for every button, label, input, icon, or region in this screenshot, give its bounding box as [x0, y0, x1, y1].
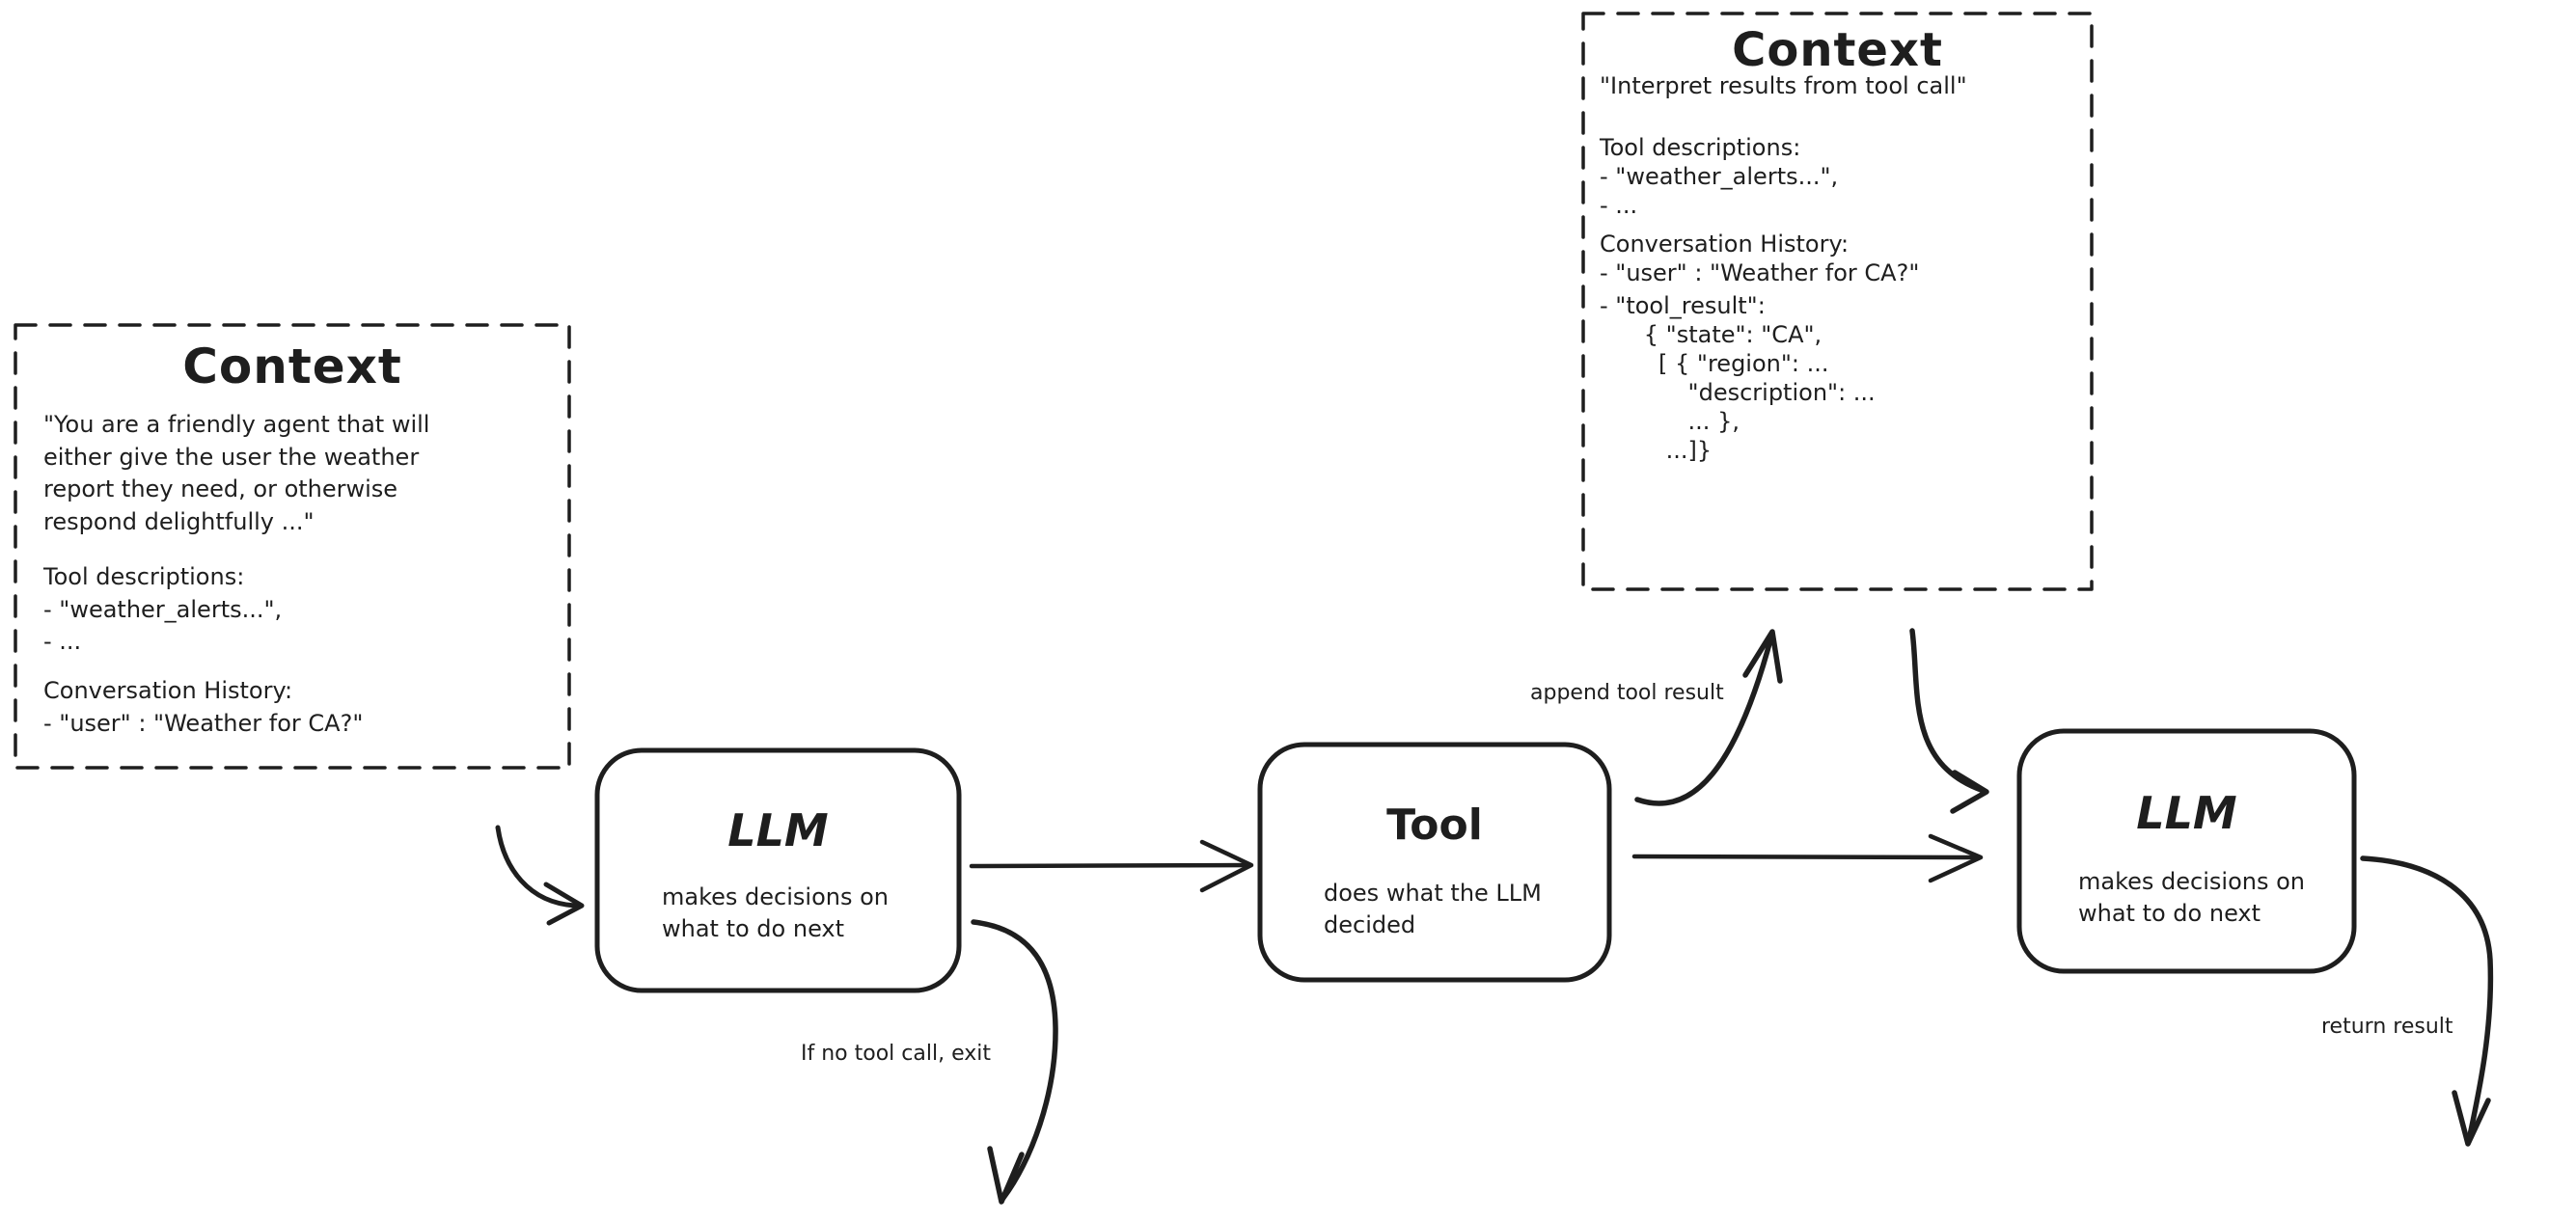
arrow-context-to-llm1: [495, 825, 585, 926]
context-left-tool-descriptions: Tool descriptions: - "weather_alerts..."…: [43, 563, 283, 655]
llm-1-subtitle: makes decisions on what to do next: [662, 883, 889, 942]
llm-1-box: [594, 747, 962, 993]
context-left-system-prompt: "You are a friendly agent that will eith…: [43, 411, 430, 535]
arrow-tool-to-llm2: [1631, 833, 1984, 883]
context-top-title: Context: [1732, 23, 1943, 77]
llm-2-subtitle: makes decisions on what to do next: [2078, 868, 2305, 927]
context-top-tool-result: - "tool_result": { "state": "CA", [ { "r…: [1600, 292, 1876, 464]
arrow-exit: [971, 919, 1058, 1205]
context-top-conversation-history: Conversation History: - "user" : "Weathe…: [1600, 231, 1920, 286]
llm-1-title: LLM: [727, 804, 829, 856]
edge-label-append-tool-result: append tool result: [1530, 681, 1724, 705]
arrow-append-tool-result: [1634, 629, 1783, 806]
tool-box: [1257, 742, 1612, 983]
context-left-title: Context: [182, 339, 402, 394]
edge-label-no-tool-call-exit: If no tool call, exit: [801, 1042, 991, 1066]
context-top-tool-descriptions: Tool descriptions: - "weather_alerts..."…: [1600, 134, 1839, 219]
context-left-conversation-history: Conversation History: - "user" : "Weathe…: [43, 677, 364, 737]
arrow-context-to-llm2: [1909, 628, 1989, 814]
tool-subtitle: does what the LLM decided: [1324, 880, 1542, 938]
llm-2-box: [2016, 728, 2357, 974]
tool-title: Tool: [1386, 800, 1483, 850]
arrow-return-result: [2360, 855, 2494, 1147]
arrow-llm1-to-tool: [969, 839, 1254, 893]
edge-label-return-result: return result: [2321, 1015, 2453, 1039]
context-top-instruction: "Interpret results from tool call": [1600, 72, 1967, 99]
llm-2-title: LLM: [2136, 787, 2237, 839]
context-top-border: [1581, 12, 2094, 591]
context-left-border: [14, 323, 571, 770]
